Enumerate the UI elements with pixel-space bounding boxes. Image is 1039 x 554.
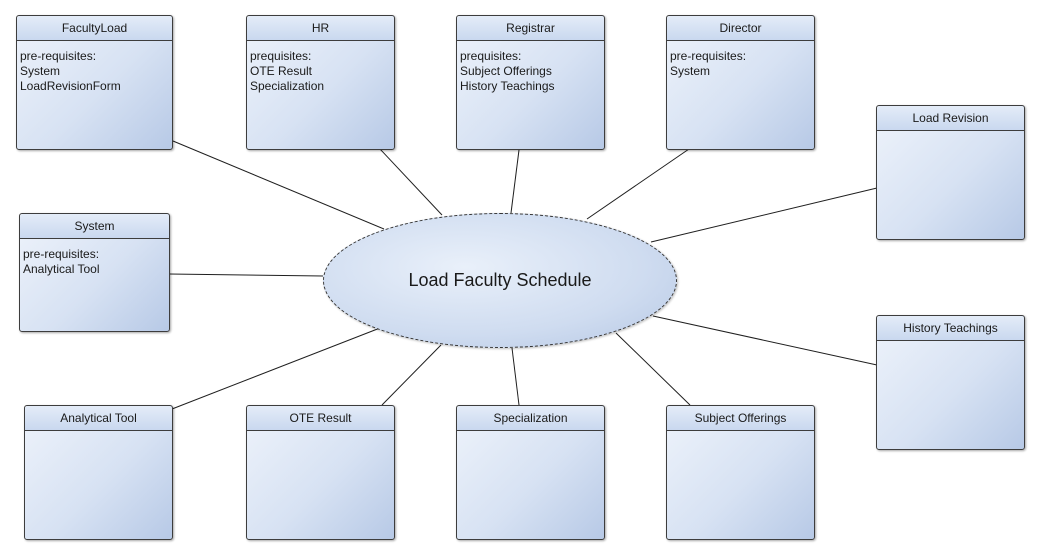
box-registrar[interactable]: Registrar prequisites: Subject Offerings… bbox=[456, 15, 605, 150]
box-body: pre-requisites: Analytical Tool bbox=[20, 239, 169, 277]
connector-subject-offerings bbox=[615, 332, 691, 406]
box-line: Specialization bbox=[250, 79, 325, 93]
connector-system bbox=[168, 273, 324, 277]
box-line: pre-requisites: bbox=[20, 49, 97, 63]
box-line: System bbox=[20, 64, 61, 78]
connector-ote-result bbox=[381, 344, 442, 406]
box-title: Specialization bbox=[457, 406, 604, 431]
box-director[interactable]: Director pre-requisites: System bbox=[666, 15, 815, 150]
box-line: LoadRevisionForm bbox=[20, 79, 121, 93]
box-line: Subject Offerings bbox=[460, 64, 552, 78]
box-title: Analytical Tool bbox=[25, 406, 172, 431]
box-title: HR bbox=[247, 16, 394, 41]
box-line: History Teachings bbox=[460, 79, 555, 93]
connector-load-revision bbox=[650, 187, 878, 243]
box-line: System bbox=[670, 64, 711, 78]
box-body: prequisites: Subject Offerings History T… bbox=[457, 41, 604, 94]
box-facultyload[interactable]: FacultyLoad pre-requisites: System LoadR… bbox=[16, 15, 173, 150]
box-ote-result[interactable]: OTE Result bbox=[246, 405, 395, 540]
box-line: Analytical Tool bbox=[23, 262, 100, 276]
box-title: Director bbox=[667, 16, 814, 41]
box-title: Load Revision bbox=[877, 106, 1024, 131]
box-title: Registrar bbox=[457, 16, 604, 41]
box-load-revision[interactable]: Load Revision bbox=[876, 105, 1025, 240]
box-subject-offerings[interactable]: Subject Offerings bbox=[666, 405, 815, 540]
box-line: pre-requisites: bbox=[23, 247, 100, 261]
connector-facultyload bbox=[172, 140, 385, 230]
box-history-teachings[interactable]: History Teachings bbox=[876, 315, 1025, 450]
connector-registrar bbox=[510, 149, 520, 214]
box-line: prequisites: bbox=[460, 49, 522, 63]
box-title: OTE Result bbox=[247, 406, 394, 431]
connector-hr bbox=[379, 148, 443, 216]
box-body: pre-requisites: System bbox=[667, 41, 814, 79]
box-body: prequisites: OTE Result Specialization bbox=[247, 41, 394, 94]
connector-specialization bbox=[511, 347, 520, 406]
box-hr[interactable]: HR prequisites: OTE Result Specializatio… bbox=[246, 15, 395, 150]
connector-analytical-tool bbox=[171, 327, 381, 410]
box-title: History Teachings bbox=[877, 316, 1024, 341]
box-line: OTE Result bbox=[250, 64, 313, 78]
box-title: System bbox=[20, 214, 169, 239]
connector-director bbox=[586, 148, 690, 220]
box-body: pre-requisites: System LoadRevisionForm bbox=[17, 41, 172, 94]
box-analytical-tool[interactable]: Analytical Tool bbox=[24, 405, 173, 540]
box-system[interactable]: System pre-requisites: Analytical Tool bbox=[19, 213, 170, 332]
use-case-load-faculty-schedule[interactable]: Load Faculty Schedule bbox=[323, 213, 677, 348]
central-label: Load Faculty Schedule bbox=[408, 270, 592, 290]
box-title: FacultyLoad bbox=[17, 16, 172, 41]
box-specialization[interactable]: Specialization bbox=[456, 405, 605, 540]
box-line: pre-requisites: bbox=[670, 49, 747, 63]
box-title: Subject Offerings bbox=[667, 406, 814, 431]
box-line: prequisites: bbox=[250, 49, 312, 63]
connector-history-teachings bbox=[652, 315, 878, 366]
